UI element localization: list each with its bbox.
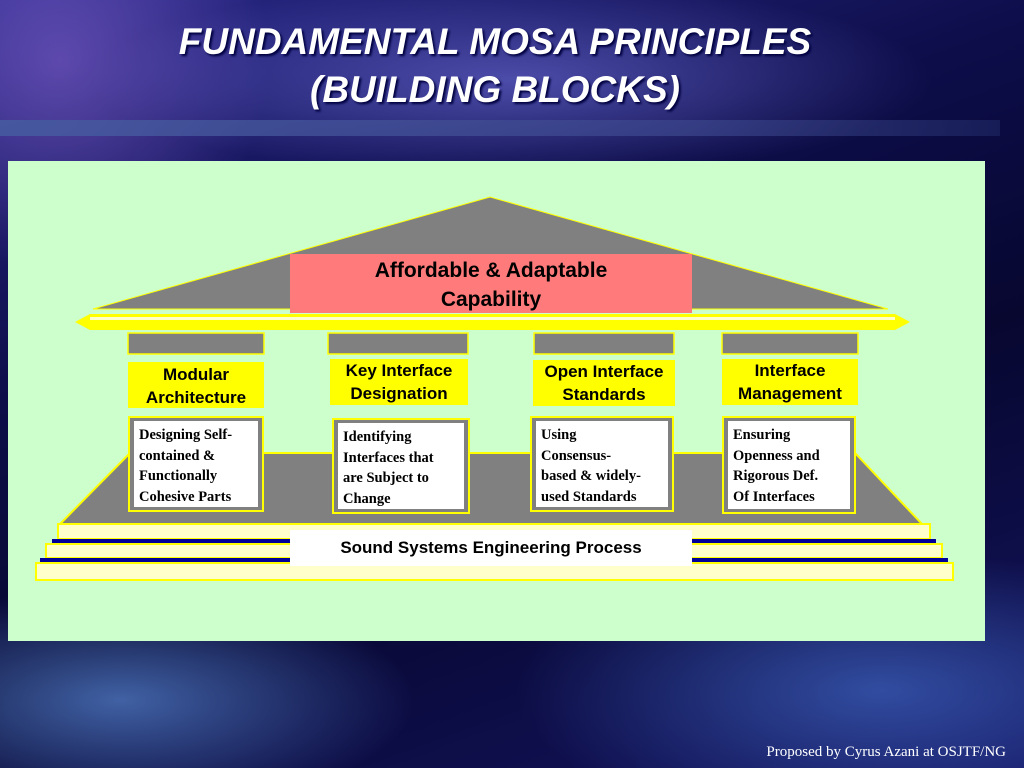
desc-line: based & widely- [541,468,641,484]
desc-line: Cohesive Parts [139,488,232,505]
pillar-label-interface-management: Interface Management [722,359,858,405]
desc-line: Functionally [139,468,218,484]
desc-line: Using [541,427,577,443]
pillar-label-line1: Open Interface [544,362,664,381]
desc-line: used Standards [541,488,637,505]
pillar-label-line2: Standards [562,385,646,404]
desc-line: Consensus- [541,447,612,464]
title-underline-bar [0,120,1000,136]
pillar-capital-4 [721,332,859,355]
desc-line: Interfaces that [343,449,434,466]
desc-line: Identifying [343,429,412,445]
pillar-desc-key-interface-designation: Identifying Interfaces that are Subject … [332,418,470,514]
desc-line: Openness and [733,447,820,464]
desc-line: contained & [139,447,216,464]
pillar-label-line2: Management [738,384,842,403]
pillar-label-line2: Architecture [145,388,247,407]
pillar-capital-3 [533,332,675,355]
roof-beam [75,314,910,330]
pillar-label-modular-architecture: Modular Architecture [128,362,264,408]
pillar-desc-open-interface-standards: Using Consensus- based & widely- used St… [530,416,674,512]
desc-line: are Subject to [343,470,429,486]
roof-label: Affordable & Adaptable Capability [290,254,692,313]
pillar-label-line2: Designation [350,384,448,403]
pillar-label-line1: Modular [162,365,230,384]
pillar-label-line1: Key Interface [345,361,453,380]
foundation-label: Sound Systems Engineering Process [290,530,692,566]
desc-line: Ensuring [733,427,791,443]
pillar-label-open-interface-standards: Open Interface Standards [533,360,675,406]
desc-line: Rigorous Def. [733,468,819,484]
pillar-label-line1: Interface [754,361,826,380]
pillar-capital-1 [127,332,265,355]
footer-credit: Proposed by Cyrus Azani at OSJTF/NG [766,744,1006,760]
desc-line: Designing Self- [139,427,233,443]
pillar-desc-modular-architecture: Designing Self- contained & Functionally… [128,416,264,512]
pillar-desc-interface-management: Ensuring Openness and Rigorous Def. Of I… [722,416,856,514]
roof-beam-stripe [90,317,895,320]
pillar-capital-2 [327,332,469,355]
slide-title-line2: (BUILDING BLOCKS) [310,69,680,110]
slide-title-line1: FUNDAMENTAL MOSA PRINCIPLES [178,21,812,62]
roof-label-line2: Capability [440,288,542,311]
pillar-label-key-interface-designation: Key Interface Designation [330,359,468,405]
slide-title: FUNDAMENTAL MOSA PRINCIPLES (BUILDING BL… [0,18,990,114]
desc-line: Change [343,490,391,507]
desc-line: Of Interfaces [733,488,815,505]
roof-label-line1: Affordable & Adaptable [374,259,608,282]
